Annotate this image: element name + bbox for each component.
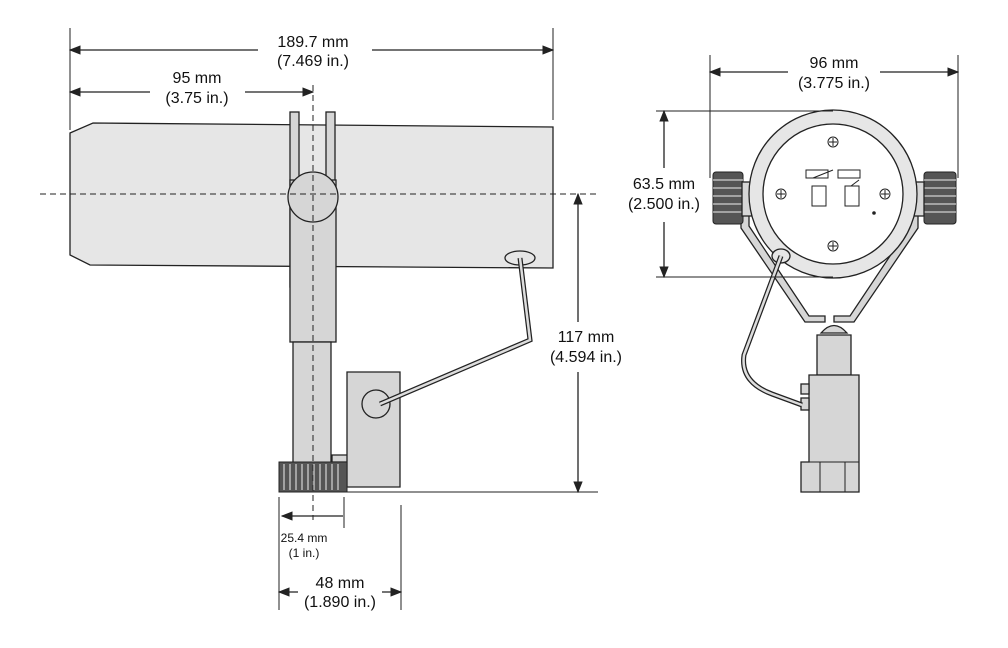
diameter-in: (2.500 in.): [628, 196, 700, 213]
side-view: 189.7 mm (7.469 in.) 95 mm (3.75 in.) 11…: [40, 28, 622, 611]
base-depth-in: (1.890 in.): [304, 594, 376, 611]
overall-length-in: (7.469 in.): [277, 53, 349, 70]
stand-tube: [292, 341, 332, 465]
front-screws: [775, 136, 891, 252]
base-knob-mm: 25.4 mm: [281, 531, 328, 545]
mic-front-plate: [762, 123, 904, 265]
front-width-mm: 96 mm: [810, 55, 859, 72]
base-depth-mm: 48 mm: [316, 575, 365, 592]
overall-length-mm: 189.7 mm: [277, 34, 348, 51]
front-switches: [805, 169, 876, 215]
cable-connector: [361, 389, 391, 419]
diameter-mm: 63.5 mm: [633, 176, 695, 193]
front-stand-clamp: [800, 374, 860, 493]
cable: [379, 257, 533, 407]
height-in: (4.594 in.): [550, 349, 622, 366]
pivot-offset-mm: 95 mm: [173, 70, 222, 87]
base-knob-knurl: [283, 464, 339, 490]
base-knob-in: (1 in.): [289, 546, 320, 560]
front-view: 96 mm (3.775 in.) 63.5 mm (2.500 in.): [628, 55, 960, 493]
front-stand-upper: [816, 334, 852, 376]
pivot-offset-in: (3.75 in.): [165, 90, 228, 107]
front-width-in: (3.775 in.): [798, 75, 870, 92]
height-mm: 117 mm: [558, 329, 615, 346]
